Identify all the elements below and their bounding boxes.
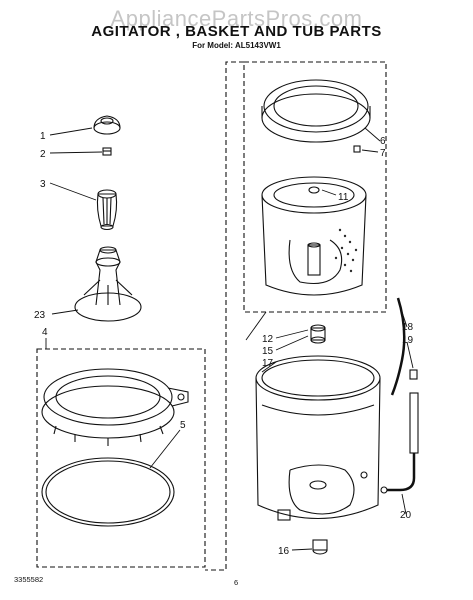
callout-11: 11 bbox=[338, 192, 349, 203]
model-subtitle: For Model: AL5143VW1 bbox=[192, 41, 281, 50]
tub-ring-gasket-part[interactable] bbox=[41, 457, 175, 527]
outer-tub-part[interactable] bbox=[255, 355, 381, 521]
drain-hose-part[interactable] bbox=[380, 392, 419, 494]
group-box-4 bbox=[36, 348, 206, 568]
cap-nut-part[interactable] bbox=[102, 147, 112, 156]
group-box-basket bbox=[243, 61, 387, 313]
agitator-cap-part[interactable] bbox=[93, 115, 121, 135]
callout-7: 7 bbox=[380, 148, 386, 159]
diagram-title: AGITATOR , BASKET AND TUB PARTS bbox=[91, 23, 382, 40]
callout-15: 15 bbox=[262, 346, 274, 357]
callout-2: 2 bbox=[40, 149, 46, 160]
agitator-base-part[interactable] bbox=[74, 246, 142, 322]
leader-lines bbox=[45, 127, 414, 551]
callout-18: 18 bbox=[402, 322, 414, 333]
basket-balance-ring-part[interactable] bbox=[261, 79, 371, 153]
callout-16: 16 bbox=[278, 546, 290, 557]
callout-5: 5 bbox=[180, 420, 186, 431]
page-number: 6 bbox=[234, 578, 239, 587]
tub-drain-nut-part[interactable] bbox=[312, 539, 328, 555]
callout-1: 1 bbox=[40, 131, 46, 142]
callout-20: 20 bbox=[400, 510, 412, 521]
callout-12: 12 bbox=[262, 334, 274, 345]
callout-3: 3 bbox=[40, 179, 46, 190]
callout-19: 19 bbox=[402, 335, 414, 346]
callout-23: 23 bbox=[34, 310, 46, 321]
agitator-cam-part[interactable] bbox=[96, 189, 118, 231]
callout-17: 17 bbox=[262, 358, 274, 369]
fill-hose-part[interactable] bbox=[390, 297, 406, 396]
hose-clamp-part[interactable] bbox=[409, 369, 418, 380]
callout-6: 6 bbox=[380, 136, 386, 147]
watermark-text: AppliancePartsPros.com bbox=[110, 6, 363, 31]
tub-bushing-part[interactable] bbox=[310, 324, 326, 344]
wash-basket-part[interactable] bbox=[261, 176, 367, 296]
connector-line-left bbox=[205, 61, 244, 571]
tub-ring-part[interactable] bbox=[41, 368, 189, 446]
callout-4: 4 bbox=[42, 327, 48, 338]
document-number: 3355582 bbox=[14, 575, 44, 584]
